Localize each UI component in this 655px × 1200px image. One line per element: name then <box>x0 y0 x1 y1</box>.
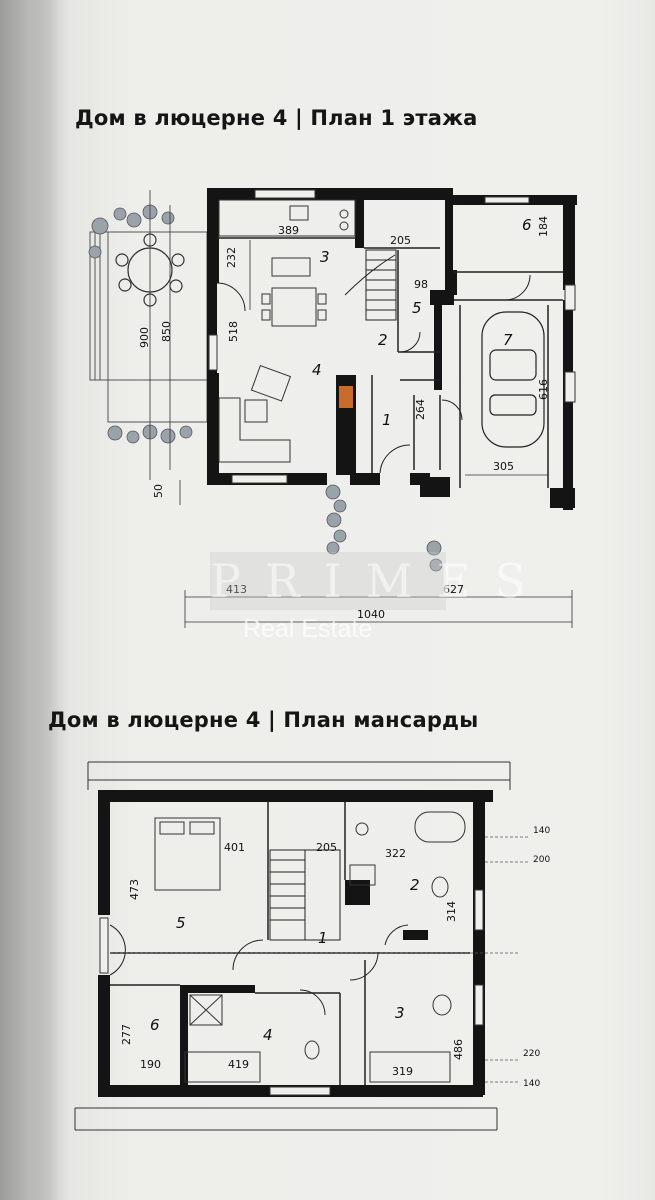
plan1-title: Дом в люцерне 4 | План 1 этажа <box>75 106 478 130</box>
room-5-label: 5 <box>412 299 422 317</box>
dim-616: 616 <box>537 379 550 400</box>
plan1-floorplan: 3 4 2 5 1 6 7 389 205 232 98 184 518 900… <box>88 188 577 628</box>
dim-1040: 1040 <box>357 608 385 621</box>
room-1-label: 1 <box>382 411 392 429</box>
dim-389: 389 <box>278 224 299 237</box>
plan1-interior-lines <box>217 237 563 488</box>
dim-627: 627 <box>443 583 464 596</box>
plan2-title: Дом в люцерне 4 | План мансарды <box>48 708 479 732</box>
plan1-terrace <box>89 231 208 423</box>
plan1-kitchen <box>218 199 356 327</box>
dim-850: 850 <box>160 321 173 342</box>
plan1-dimension-lines <box>149 190 573 628</box>
dim-413: 413 <box>226 583 247 596</box>
watermark-subtitle: Real Estate <box>243 615 373 643</box>
plan1-dimension-labels: 389 205 232 98 184 518 900 850 264 616 3… <box>138 216 550 621</box>
room-6-label: 6 <box>522 216 532 234</box>
dim-305: 305 <box>493 460 514 473</box>
plan1-doors <box>216 274 531 474</box>
dim-98: 98 <box>414 278 428 291</box>
room-7-label: 7 <box>503 331 513 349</box>
dim-50: 50 <box>152 484 165 498</box>
room-2-label: 2 <box>378 331 388 349</box>
plan1-windows <box>208 189 576 484</box>
dim-232: 232 <box>225 247 238 268</box>
dim-900: 900 <box>138 327 151 348</box>
watermark-brand: PRIMES <box>210 552 550 610</box>
plan1-room-labels: 3 4 2 5 1 6 7 <box>312 216 532 429</box>
plan1-car-icon <box>481 311 545 448</box>
dim-264: 264 <box>414 399 427 420</box>
dim-184: 184 <box>537 216 550 237</box>
plan1-fireplace <box>339 386 353 408</box>
dim-205: 205 <box>390 234 411 247</box>
plan1-stairs <box>344 249 397 321</box>
dim-518: 518 <box>227 321 240 342</box>
room-4-label: 4 <box>312 361 322 379</box>
plan1-sofa <box>218 365 292 463</box>
page-fold-shadow <box>0 0 60 1200</box>
room-3-label: 3 <box>320 248 330 266</box>
